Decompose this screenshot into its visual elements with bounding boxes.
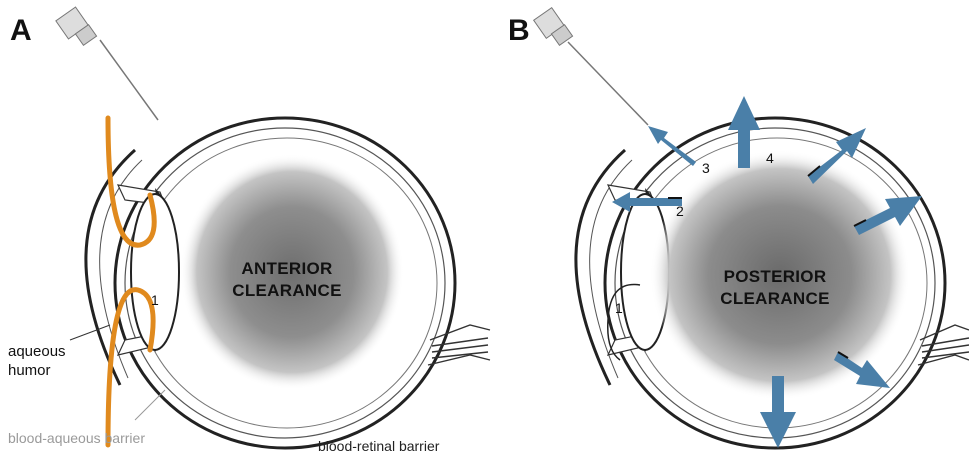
route-number-1: 1 xyxy=(615,300,623,316)
panel-label-b: B xyxy=(508,14,530,48)
anterior-clearance-label: ANTERIOR CLEARANCE xyxy=(222,258,352,302)
syringe-needle-icon xyxy=(534,8,648,125)
eye-diagram-a xyxy=(0,0,490,458)
eye-diagram-b xyxy=(490,0,969,458)
center-label-line1: POSTERIOR xyxy=(705,266,845,288)
panel-label-a: A xyxy=(10,14,32,48)
route-number-2: 2 xyxy=(676,203,684,219)
syringe-needle-icon xyxy=(56,7,158,120)
aqueous-line2: humor xyxy=(8,361,66,380)
posterior-clearance-label: POSTERIOR CLEARANCE xyxy=(705,266,845,310)
blood-retinal-barrier-label: blood-retinal barrier xyxy=(318,438,439,454)
center-label-line2: CLEARANCE xyxy=(705,288,845,310)
aqueous-humor-label: aqueous humor xyxy=(8,342,66,380)
route-number-4: 4 xyxy=(766,150,774,166)
center-label-line2: CLEARANCE xyxy=(222,280,352,302)
center-label-line1: ANTERIOR xyxy=(222,258,352,280)
aqueous-line1: aqueous xyxy=(8,342,66,361)
route-number-3: 3 xyxy=(702,160,710,176)
panel-anterior-clearance: A ANTERIOR CLEARANCE 1 aqueous humor blo… xyxy=(0,0,490,458)
panel-posterior-clearance: B POSTERIOR CLEARANCE 1 2 3 4 xyxy=(490,0,969,458)
blood-aqueous-barrier-label: blood-aqueous barrier xyxy=(8,430,145,446)
route-number-1: 1 xyxy=(151,292,159,308)
